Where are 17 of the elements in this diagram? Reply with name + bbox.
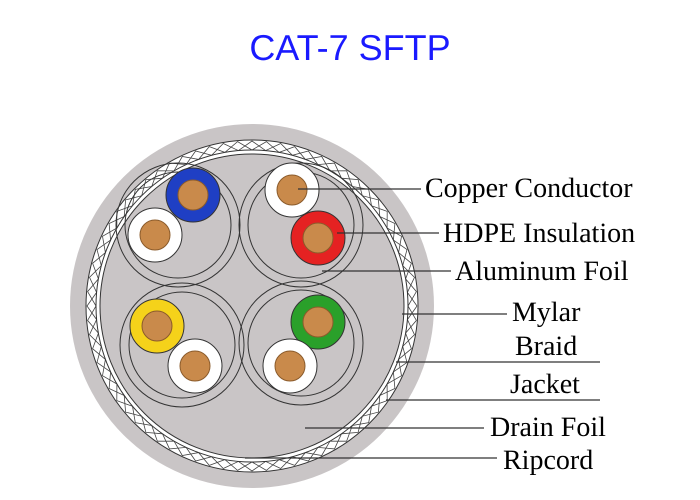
leader-line (298, 188, 421, 190)
part-label: Drain Foil (490, 413, 606, 443)
leader-line (322, 270, 451, 272)
leader-line (386, 399, 600, 401)
part-label: Mylar (512, 298, 580, 328)
leader-line (396, 361, 600, 363)
part-label: Braid (515, 332, 578, 362)
part-label: Aluminum Foil (455, 257, 628, 287)
leader-line (337, 232, 439, 234)
part-label: Jacket (510, 370, 580, 400)
part-label: Ripcord (503, 446, 594, 476)
part-label: Copper Conductor (425, 174, 633, 204)
leader-line (305, 427, 484, 429)
title: CAT-7 SFTP (248, 28, 452, 68)
leader-line (245, 457, 497, 459)
part-label: HDPE Insulation (443, 219, 636, 249)
leader-line (402, 313, 507, 315)
